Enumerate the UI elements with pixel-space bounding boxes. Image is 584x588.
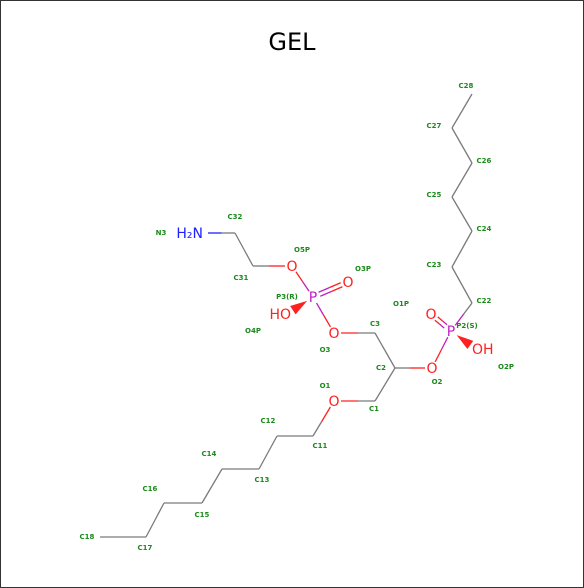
- atom-label-o3p: O3P: [355, 265, 371, 273]
- atom-label-n3: N3: [156, 229, 167, 237]
- atom-label-c13: C13: [255, 476, 270, 484]
- molecule-title: GEL: [268, 28, 316, 56]
- bond-c23-c24-a: [451, 248, 463, 268]
- atom-label-c16: C16: [143, 485, 158, 493]
- bond-p3-o3p-a1: [318, 286, 330, 293]
- atom-label-c18: C18: [80, 533, 95, 541]
- atom-label-p2: P2(S): [456, 322, 477, 330]
- atom-label-o2p: O2P: [498, 363, 514, 371]
- bond-c14-c15-a: [211, 468, 223, 487]
- bond-p3-o3p-b0: [331, 286, 343, 293]
- bond-o5p-p3-a: [295, 271, 304, 282]
- atom-label-o3: O3: [320, 346, 331, 354]
- bond-p2-o1p-b0: [437, 316, 443, 322]
- bond-c25-c26-a: [451, 179, 463, 198]
- bond-c12-c13-a: [267, 435, 278, 453]
- bond-p3-o3-b: [322, 314, 332, 328]
- bond-c2-c1-b: [374, 384, 386, 402]
- bond-o2-p2-a: [434, 349, 443, 363]
- bond-c22-c23-a: [461, 284, 473, 304]
- bond-c32-c31-a: [234, 232, 245, 250]
- bond-o1-c11-b: [312, 421, 323, 437]
- atom-label-c3: C3: [370, 320, 380, 328]
- bond-c22-c23-b: [451, 266, 463, 286]
- atom-label-o4p: O4P: [245, 327, 261, 335]
- bond-p2-o2p-wedge: [456, 335, 474, 349]
- atom-label-c17: C17: [138, 544, 153, 552]
- atom-symbol-o2: O: [426, 361, 437, 377]
- atom-symbol-o3p: O: [342, 275, 353, 291]
- atom-label-c12: C12: [261, 417, 276, 425]
- atom-label-c25: C25: [427, 191, 442, 199]
- atom-label-c11: C11: [313, 442, 328, 450]
- bond-c26-c27-a: [461, 145, 473, 164]
- bond-p3-o3-a: [315, 302, 325, 316]
- atom-symbol-o5p: O: [286, 259, 297, 275]
- bond-p3-o4p-wedge: [290, 300, 308, 315]
- atom-label-o2: O2: [432, 378, 443, 386]
- bond-p2-o1p-b1: [434, 319, 440, 325]
- atom-label-c24: C24: [477, 225, 492, 233]
- bond-c14-c15-b: [201, 485, 213, 504]
- bond-c27-c28-a: [451, 110, 463, 129]
- bond-c3-c2-a: [374, 332, 386, 351]
- bond-c16-c17-a: [154, 502, 165, 521]
- atom-label-c26: C26: [477, 157, 492, 165]
- bond-p2-c22-b: [463, 302, 473, 315]
- bond-p3-o3p-a0: [320, 290, 332, 297]
- bond-c16-c17-b: [145, 519, 156, 538]
- atom-label-o1: O1: [320, 382, 331, 390]
- atom-label-c28: C28: [459, 82, 474, 90]
- bond-o1-c11-a: [321, 406, 331, 422]
- atom-label-c15: C15: [195, 511, 210, 519]
- atom-symbol-o1p: O: [425, 307, 436, 323]
- atom-label-o1p: O1P: [393, 300, 409, 308]
- atom-label-c27: C27: [427, 122, 442, 130]
- bond-p2-o1p-a1: [439, 323, 445, 329]
- bond-layer: [100, 93, 474, 538]
- atom-label-p3: P3(R): [276, 293, 298, 301]
- atom-label-c23: C23: [427, 261, 442, 269]
- bond-p3-o3p-b1: [329, 282, 341, 289]
- bond-p2-o1p-a0: [442, 320, 448, 326]
- bond-p2-c22-a: [454, 313, 465, 326]
- bond-c24-c25-b: [451, 196, 463, 215]
- atom-symbol-o2p: OH: [472, 342, 494, 358]
- bond-c24-c25-a: [461, 213, 473, 232]
- atom-symbol-o4p: HO: [269, 307, 291, 323]
- atom-label-c22: C22: [477, 297, 492, 305]
- bond-c32-c31-b: [243, 249, 254, 267]
- bond-c23-c24-b: [461, 230, 473, 250]
- bond-c3-c2-b: [384, 350, 396, 369]
- atom-symbol-p2: P: [447, 324, 455, 340]
- bond-o2-p2-b: [440, 336, 449, 350]
- atom-label-c32: C32: [228, 213, 243, 221]
- atom-label-c14: C14: [202, 450, 217, 458]
- bond-c27-c28-b: [461, 93, 473, 112]
- bond-c26-c27-b: [451, 127, 463, 146]
- atom-label-c2: C2: [376, 364, 386, 372]
- atom-symbol-p3: P: [309, 290, 317, 306]
- atom-label-o5p: O5P: [294, 246, 310, 254]
- bond-c2-c1-a: [384, 367, 396, 385]
- bond-c12-c13-b: [258, 452, 269, 470]
- atom-label-c31: C31: [234, 274, 249, 282]
- bond-o5p-p3-b: [301, 281, 310, 292]
- atom-symbol-o1: O: [328, 394, 339, 410]
- atom-symbol-o3: O: [328, 326, 339, 342]
- atom-label-c1: C1: [369, 405, 379, 413]
- bond-c25-c26-b: [461, 162, 473, 181]
- atom-symbol-n3: H₂N: [176, 226, 203, 242]
